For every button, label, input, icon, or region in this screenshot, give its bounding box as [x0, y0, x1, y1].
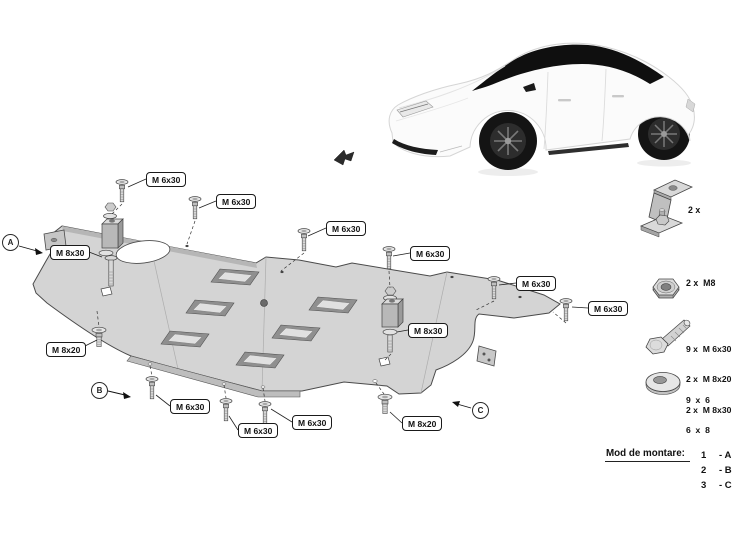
- callout-m8x20-left: M 8x20: [46, 342, 87, 357]
- right-standoff-assembly: [378, 286, 404, 367]
- mount-marker-b: B: [91, 382, 108, 399]
- car-glass: [472, 44, 664, 91]
- mounting-table-title: Mod de montare:: [605, 448, 690, 462]
- callout-m6x30-top-1: M 6x30: [146, 172, 187, 187]
- car-body: [388, 42, 695, 158]
- mounting-row-2-mode: - B: [719, 465, 732, 476]
- callout-m6x30-bottom-2: M 6x30: [238, 423, 279, 438]
- nut-qty-label: 2 x M8: [686, 278, 716, 288]
- part-washer-drawing: [645, 372, 681, 395]
- mounting-row-2-num: 2: [701, 465, 707, 476]
- mounting-row-1-mode: - A: [719, 450, 732, 461]
- washer-qty-line-2: 6 x 8: [686, 425, 710, 436]
- mounting-row-3-mode: - C: [719, 480, 732, 491]
- bolt-qty-line-2: 2 x M 8x20: [686, 374, 732, 385]
- plate-outline: [32, 225, 561, 395]
- callout-m6x30-top-5: M 6x30: [516, 276, 557, 291]
- vent-slots-inner: [167, 271, 351, 366]
- mounting-row-1-num: 1: [701, 450, 707, 461]
- callout-m6x30-top-2: M 6x30: [216, 194, 257, 209]
- callout-m6x30-top-4: M 6x30: [410, 246, 451, 261]
- callout-m8x20-bottom: M 8x20: [402, 416, 443, 431]
- tail-lamp: [685, 98, 696, 113]
- marker-arrows: [18, 245, 472, 409]
- bolt-qty-labels: 9 x M 6x30 2 x M 8x20 2 x M 8x30: [686, 323, 731, 436]
- front-direction-arrow-icon: [333, 149, 355, 166]
- vent-slots-outer: [160, 268, 358, 369]
- bracket-qty-label: 2 x: [688, 205, 701, 215]
- front-intake: [392, 139, 438, 155]
- part-bracket-drawing: [639, 179, 693, 238]
- mount-marker-c: C: [472, 402, 489, 419]
- mounting-row-1: 1 - A: [701, 450, 731, 461]
- mounting-row-3: 3 - C: [701, 480, 732, 491]
- mount-marker-a: A: [2, 234, 19, 251]
- front-wheel: [479, 112, 537, 170]
- washer-qty-line-1: 9 x 6: [686, 394, 710, 405]
- bolt-qty-line-1: 9 x M 6x30: [686, 343, 732, 354]
- callout-m6x30-bottom-1: M 6x30: [170, 399, 211, 414]
- mounting-row-3-num: 3: [701, 480, 707, 491]
- washer-qty-labels: 9 x 6 6 x 8: [686, 374, 710, 456]
- callout-m6x30-top-3: M 6x30: [326, 221, 367, 236]
- part-bolt-drawing: [645, 319, 691, 355]
- plate-cutout: [115, 240, 171, 264]
- front-lip: [126, 355, 301, 398]
- callout-m6x30-bottom-3: M 6x30: [292, 415, 333, 430]
- callout-m8x30-right: M 8x30: [408, 323, 449, 338]
- mounting-row-2: 2 - B: [701, 465, 732, 476]
- center-hole: [260, 299, 268, 307]
- bolt-qty-line-3: 2 x M 8x30: [686, 405, 732, 416]
- assembly-axes: [96, 203, 567, 402]
- rear-wheel: [638, 108, 690, 160]
- right-mount-tab: [476, 345, 497, 367]
- side-mirror: [523, 83, 536, 92]
- callout-m8x30-left: M 8x30: [50, 245, 91, 260]
- mounting-mode-table: Mod de montare: 1 - A 2 - B 3 - C: [604, 446, 746, 506]
- callout-m6x30-top-6: M 6x30: [588, 301, 629, 316]
- rocker-panel: [548, 143, 629, 155]
- part-nut-drawing: [652, 278, 680, 299]
- car-illustration: [388, 42, 696, 176]
- left-standoff-assembly: [98, 202, 124, 297]
- callout-leader-lines: [84, 178, 589, 431]
